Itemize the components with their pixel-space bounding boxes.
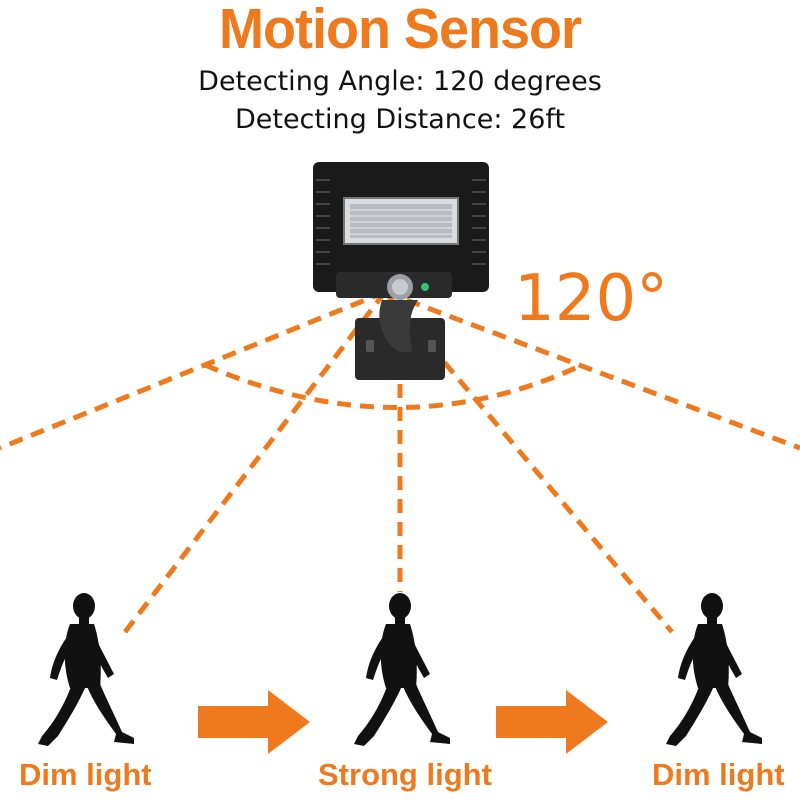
angle-label: 120° [514,262,669,336]
person-label-center: Strong light [318,757,492,792]
silhouettes [38,593,762,746]
walking-person-icon [666,593,762,746]
person-label-left: Dim light [19,757,152,792]
diagram-title: Motion Sensor [219,0,582,61]
arrows [198,690,608,754]
floodlight-icon [313,162,489,380]
spec-detecting-angle: Detecting Angle: 120 degrees [198,66,602,97]
ray-left [123,290,387,634]
walking-person-icon [38,593,134,746]
range-arc [204,362,584,410]
right-arrow-icon [198,690,310,754]
person-label-right: Dim light [652,757,785,792]
ray-far-left [0,289,386,451]
walking-person-icon [354,593,450,746]
spec-detecting-distance: Detecting Distance: 26ft [234,104,566,135]
right-arrow-icon [496,690,608,754]
ray-far-right [384,289,800,451]
